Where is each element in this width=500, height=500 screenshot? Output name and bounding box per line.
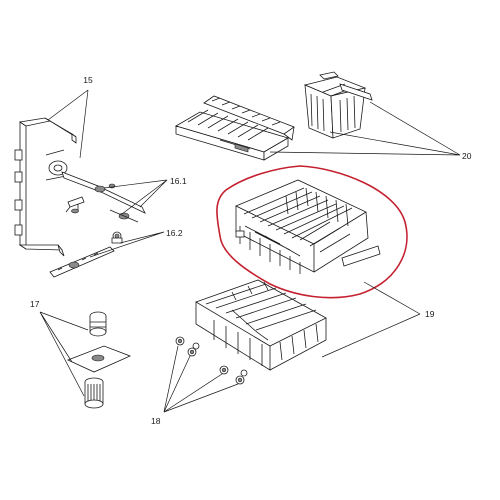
lower-rack — [195, 279, 327, 371]
filter-assembly — [66, 311, 132, 409]
rack-wheels — [175, 336, 248, 385]
callout-20: 20 — [462, 151, 472, 161]
callout-15: 15 — [83, 75, 93, 85]
upper-rack — [235, 179, 381, 274]
callout-18: 18 — [151, 416, 161, 426]
upper-spray-arm — [61, 171, 146, 223]
callout-labels: 15 16.1 16.2 17 18 19 20 — [30, 75, 472, 426]
cutlery-rail — [203, 95, 295, 141]
spray-feed-pipe — [14, 117, 77, 257]
cutlery-basket — [303, 71, 373, 139]
cutlery-tray — [174, 109, 290, 161]
part-19-highlight-ring — [216, 165, 408, 299]
leader-lines — [39, 89, 461, 413]
callout-19: 19 — [425, 309, 435, 319]
callout-16-1: 16.1 — [170, 176, 187, 186]
callout-17: 17 — [30, 299, 40, 309]
lower-spray-arm — [49, 231, 123, 278]
callout-16-2: 16.2 — [166, 228, 183, 238]
